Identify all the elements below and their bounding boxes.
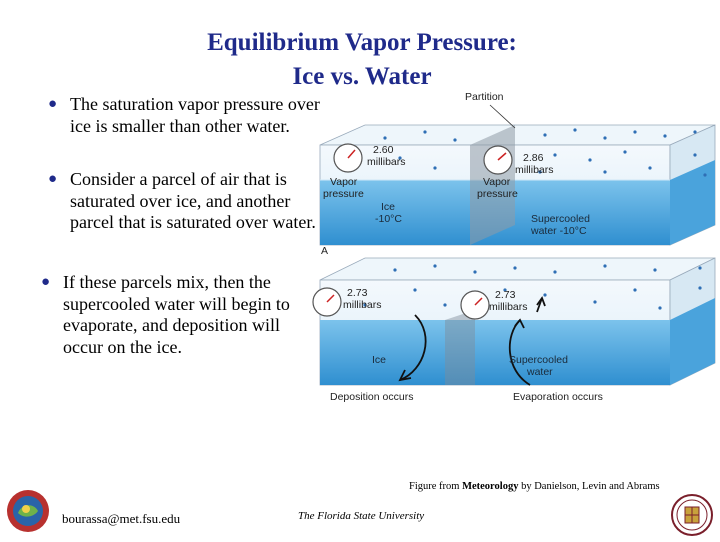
vapor-pressure-diagram: Partition 2.60 millibars 2.86 millibars … [295, 80, 720, 410]
bullet-dot-icon: ● [48, 96, 58, 112]
ice-temp-label: -10°C [375, 213, 402, 225]
ice-label: Ice [372, 354, 386, 366]
pressure-unit: millibars [367, 156, 406, 168]
bullet-text: If these parcels mix, then the supercool… [63, 272, 290, 357]
footer-email: bourassa@met.fsu.edu [62, 511, 181, 526]
bullet-text: The saturation vapor pressure over ice i… [70, 94, 320, 136]
panel-a-letter: A [321, 245, 328, 257]
title-line-1: Equilibrium Vapor Pressure: [207, 29, 517, 56]
water-label: Supercooled [509, 354, 568, 366]
credit-suffix: by Danielson, Levin and Abrams [518, 481, 660, 492]
credit-book: Meteorology [462, 481, 519, 492]
gauge-icon [460, 290, 490, 320]
deposition-arrow-icon [398, 314, 427, 382]
gauge-icon [483, 145, 513, 175]
vapor-label: Vapor [330, 176, 358, 188]
bullet-item: ● Consider a parcel of air that is satur… [48, 169, 320, 234]
deposition-label: Deposition occurs [330, 391, 413, 403]
evaporation-label: Evaporation occurs [513, 391, 603, 403]
credit-prefix: Figure from [409, 481, 463, 492]
pressure-label: 2.73 [495, 289, 516, 301]
panel-a [319, 124, 716, 246]
pressure-unit: millibars [489, 301, 528, 313]
partition-pointer [489, 104, 516, 129]
pressure-label: 2.86 [523, 152, 544, 164]
bullet-item: ● The saturation vapor pressure over ice… [48, 94, 320, 137]
bullet-item: ● If these parcels mix, then the superco… [41, 272, 303, 358]
evaporation-arrow-icon [508, 296, 546, 386]
pressure-label: 2.60 [373, 144, 394, 156]
gauge-icon [333, 143, 363, 173]
pressure-unit: millibars [515, 164, 554, 176]
pressure-unit: millibars [343, 299, 382, 311]
footer-university: The Florida State University [298, 510, 425, 522]
slide-title: Equilibrium Vapor Pressure: Ice vs. Wate… [150, 26, 574, 94]
vapor-label: pressure [323, 188, 364, 200]
water-label: water [526, 366, 553, 378]
bullet-text: Consider a parcel of air that is saturat… [70, 169, 316, 232]
fsu-met-logo-icon [6, 489, 50, 533]
vapor-label: Vapor [483, 176, 511, 188]
pressure-label: 2.73 [347, 287, 368, 299]
partition-label: Partition [465, 91, 504, 103]
water-label: Supercooled [531, 213, 590, 225]
fsu-seal-icon [670, 493, 714, 537]
title-line-2: Ice vs. Water [292, 63, 432, 90]
gauge-icon [312, 287, 342, 317]
panel-b [319, 257, 716, 386]
water-temp-label: water -10°C [530, 225, 587, 237]
figure-credit: Figure from Meteorology by Danielson, Le… [409, 481, 660, 492]
bullet-dot-icon: ● [41, 274, 51, 290]
vapor-label: pressure [477, 188, 518, 200]
bullet-dot-icon: ● [48, 171, 58, 187]
vapor-molecules-b [363, 264, 702, 310]
ice-label: Ice [381, 201, 395, 213]
